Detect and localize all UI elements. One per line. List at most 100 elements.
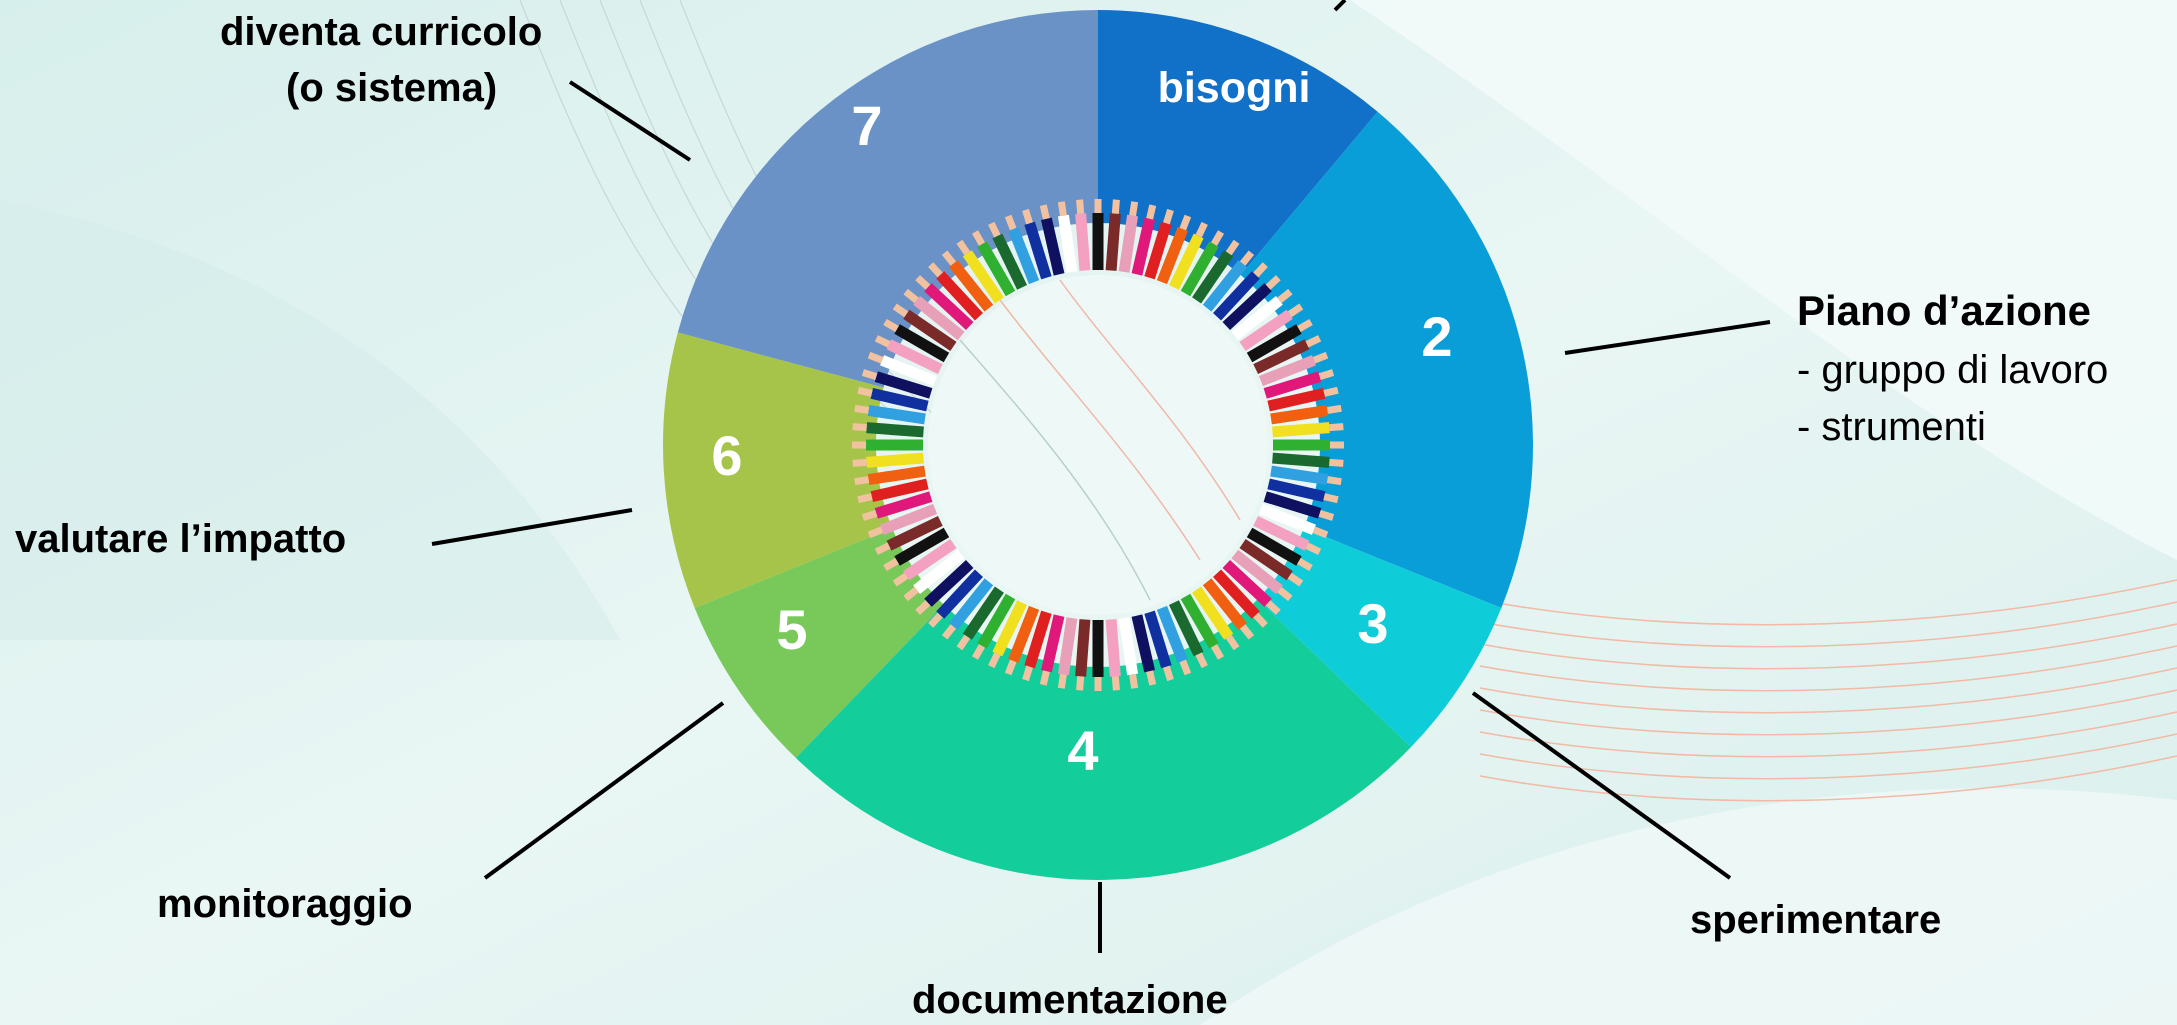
pencil bbox=[1258, 355, 1316, 387]
segment-label-7: 7 bbox=[851, 94, 882, 157]
pencil-tip bbox=[1305, 335, 1322, 348]
pencil bbox=[1131, 614, 1155, 673]
pencil bbox=[1118, 617, 1139, 676]
pencil-tip bbox=[1318, 510, 1335, 521]
decorative-curve bbox=[1479, 689, 2177, 736]
pencil bbox=[924, 559, 974, 607]
pencil bbox=[1168, 600, 1204, 657]
pencil-tip bbox=[1253, 612, 1268, 628]
pencil-tip bbox=[1305, 542, 1322, 555]
pencil bbox=[1156, 227, 1188, 285]
segment-label-3: 3 bbox=[1357, 592, 1388, 655]
pencil bbox=[1263, 371, 1322, 399]
pencil-tip bbox=[915, 275, 931, 290]
pencil bbox=[977, 241, 1016, 297]
pencil bbox=[962, 250, 1004, 304]
pencil-tip bbox=[915, 600, 931, 615]
leader-line-monitoraggio bbox=[483, 701, 725, 880]
pencil-tip bbox=[1129, 673, 1139, 689]
pencil bbox=[1105, 619, 1121, 677]
pencil bbox=[1180, 241, 1219, 297]
pencil bbox=[1024, 221, 1052, 280]
pencil bbox=[1144, 221, 1172, 280]
pencil-tip bbox=[1329, 458, 1344, 467]
pencil bbox=[870, 388, 929, 412]
pencil-tip bbox=[852, 423, 867, 432]
pencil-tip bbox=[1265, 275, 1281, 290]
pencil-tip bbox=[867, 351, 884, 364]
pencil-tip bbox=[883, 557, 899, 572]
pencil-tip bbox=[1163, 208, 1174, 225]
pencil-tip bbox=[1004, 214, 1017, 231]
pencil bbox=[1041, 217, 1065, 276]
pencil-tip bbox=[1111, 676, 1120, 691]
pencil bbox=[1118, 214, 1139, 273]
pencil-tip bbox=[1326, 476, 1342, 486]
pencil bbox=[1168, 233, 1204, 290]
pencil-tip bbox=[1039, 204, 1050, 220]
pencil bbox=[1267, 478, 1326, 502]
pencil bbox=[903, 309, 957, 351]
pencil-tip bbox=[1195, 652, 1208, 669]
pencil bbox=[866, 452, 924, 468]
pencil bbox=[903, 539, 957, 581]
ring-center bbox=[928, 275, 1268, 615]
segment-label-5: 5 bbox=[776, 598, 807, 661]
pencil bbox=[1267, 388, 1326, 412]
pencil-tip bbox=[1179, 659, 1192, 676]
pencil bbox=[977, 593, 1016, 649]
pencil-tip bbox=[1076, 199, 1085, 214]
pencil-tip bbox=[956, 239, 971, 256]
pencil-tip bbox=[857, 386, 873, 397]
pencil bbox=[924, 283, 974, 331]
pencil-tip bbox=[1253, 262, 1268, 278]
decorative-curve bbox=[1479, 755, 2177, 802]
pencil bbox=[1144, 610, 1172, 669]
leader-line-sperimentare bbox=[1471, 691, 1732, 880]
pencil-tip bbox=[1146, 670, 1157, 686]
pencil bbox=[866, 422, 924, 438]
pencil-tip bbox=[1022, 665, 1033, 682]
cycle-ring bbox=[663, 10, 1533, 881]
pencil bbox=[1008, 227, 1040, 285]
cycle-segment-7 bbox=[677, 10, 1099, 388]
pencil-tip bbox=[1239, 624, 1255, 640]
pencil-tip bbox=[1329, 423, 1344, 432]
pencil-tip bbox=[1318, 369, 1335, 380]
decorative-curves bbox=[519, 0, 2177, 802]
pencil bbox=[1272, 422, 1330, 438]
pencil bbox=[936, 271, 984, 321]
label-valutare: valutare l’impatto bbox=[15, 517, 347, 561]
leader-lines bbox=[431, 0, 1771, 953]
segment-labels: bisogni 2 3 4 5 6 7 bbox=[711, 64, 1452, 782]
leader-line-valutare bbox=[431, 508, 633, 546]
pencil bbox=[1239, 309, 1293, 351]
pencil bbox=[894, 324, 950, 363]
pencil bbox=[949, 578, 994, 630]
pencil bbox=[880, 503, 938, 535]
pencil bbox=[894, 527, 950, 566]
cycle-segment-2 bbox=[1240, 111, 1533, 608]
pencil-tip bbox=[854, 404, 870, 414]
pencil bbox=[886, 339, 943, 375]
pencil-tip bbox=[941, 250, 957, 266]
pencil bbox=[1131, 217, 1155, 276]
label-documentazione: documentazione bbox=[912, 978, 1228, 1022]
pencil bbox=[1202, 260, 1247, 312]
pencil-tip bbox=[1323, 386, 1339, 397]
pencil bbox=[1253, 339, 1310, 375]
pencil-tip bbox=[1277, 586, 1293, 602]
pencil-tip bbox=[1146, 204, 1157, 220]
decorative-curve bbox=[1479, 623, 2177, 670]
pencil bbox=[1239, 539, 1293, 581]
pencil bbox=[1057, 214, 1078, 273]
cycle-segment-4 bbox=[795, 599, 1411, 881]
pencil bbox=[880, 355, 938, 387]
pencil-tip bbox=[928, 262, 943, 278]
pencil bbox=[1192, 586, 1234, 640]
pencil-tip bbox=[1210, 644, 1225, 660]
pencil bbox=[1270, 465, 1329, 486]
pencil-tip bbox=[1076, 676, 1085, 691]
cycle-segment-1 bbox=[1098, 10, 1378, 275]
pencil bbox=[874, 491, 933, 519]
